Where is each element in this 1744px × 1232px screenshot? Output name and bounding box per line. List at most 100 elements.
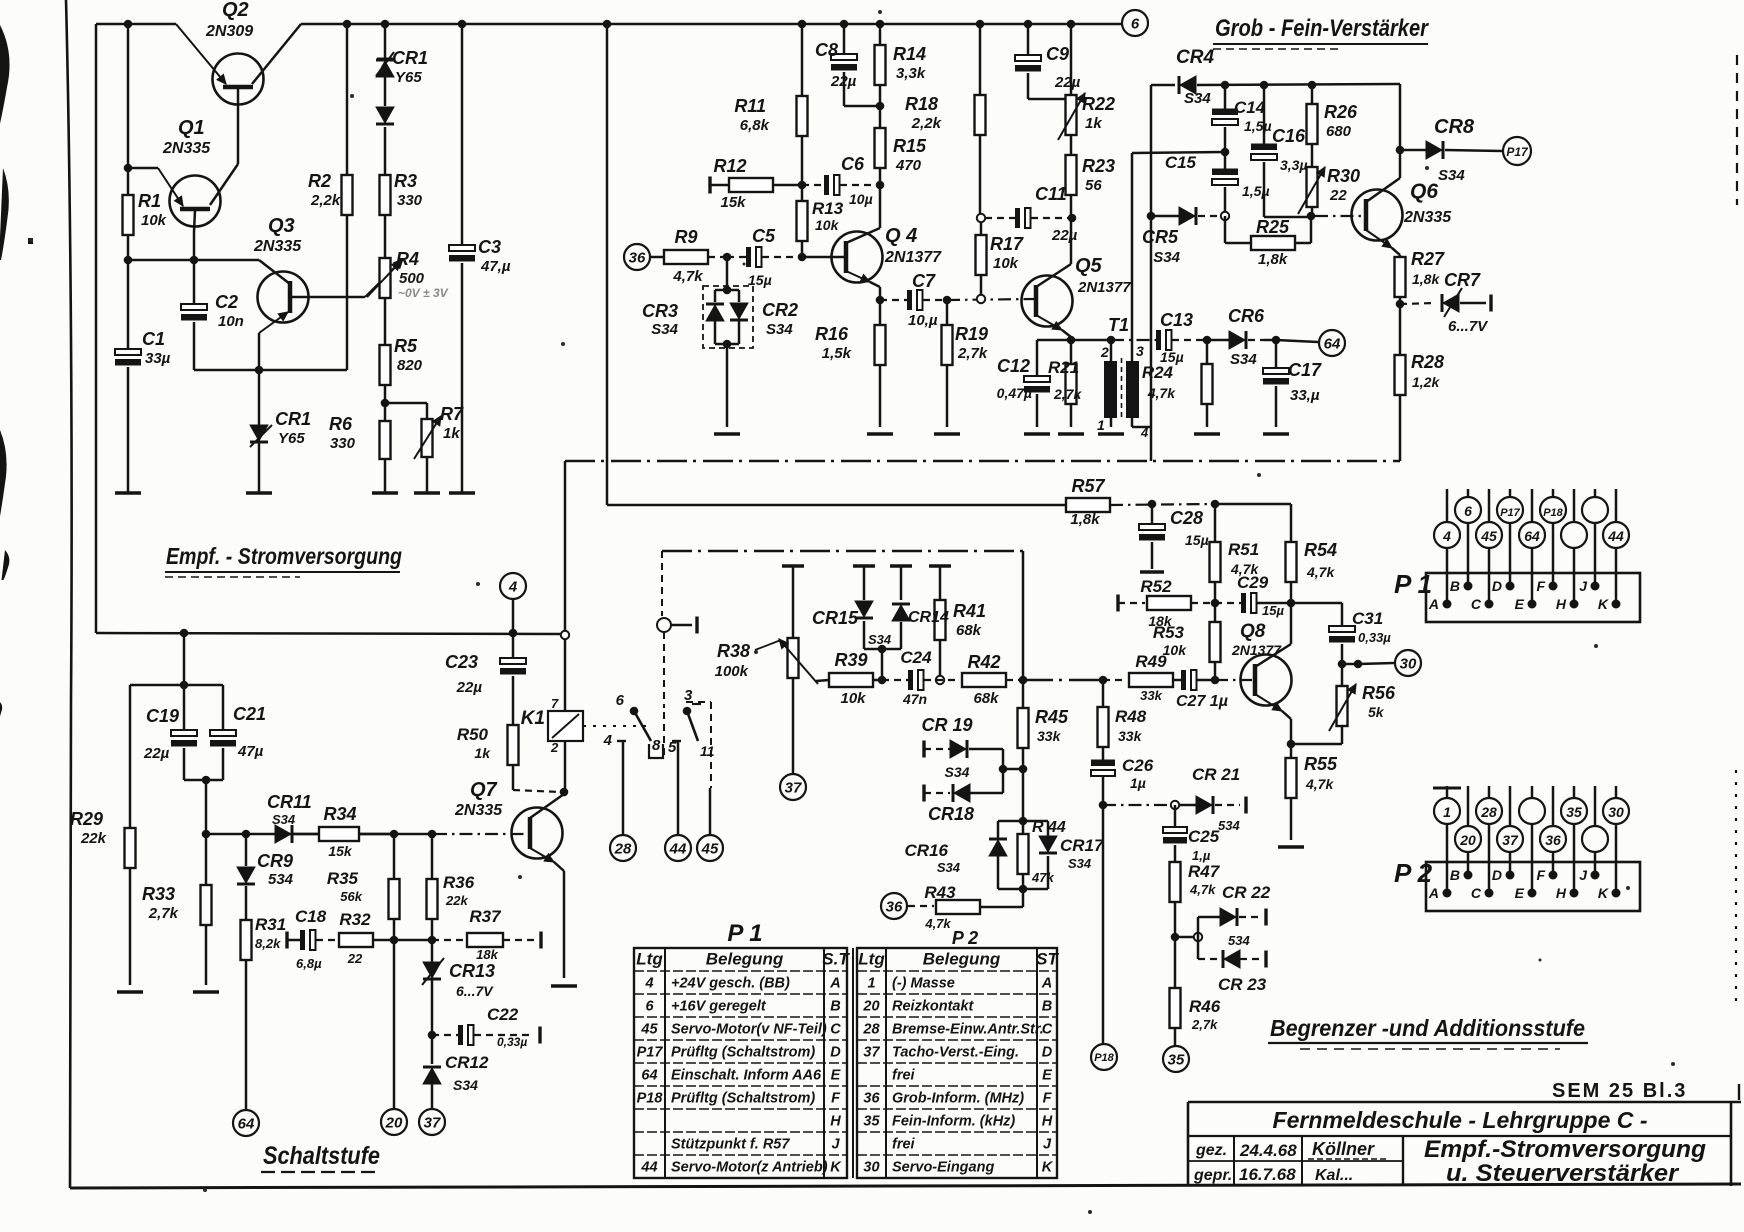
svg-text:4: 4 [644,976,653,992]
svg-text:B: B [1450,867,1460,883]
svg-text:B: B [1042,999,1052,1015]
svg-text:CR6: CR6 [1228,306,1265,326]
svg-text:C11: C11 [1035,184,1067,204]
svg-text:4,7k: 4,7k [924,916,951,931]
svg-text:C5: C5 [752,226,776,246]
svg-text:4: 4 [1442,528,1451,544]
svg-text:1,8k: 1,8k [1070,511,1100,528]
svg-text:CR12: CR12 [445,1053,489,1072]
svg-text:2: 2 [1100,344,1109,360]
svg-text:C: C [830,1022,841,1038]
svg-text:R41: R41 [953,601,986,621]
svg-text:R4: R4 [396,249,419,269]
svg-text:C28: C28 [1170,508,1203,528]
svg-text:CR17: CR17 [1060,836,1105,855]
svg-text:R24: R24 [1142,363,1174,382]
svg-text:R50: R50 [457,725,489,744]
svg-text:Einschalt. Inform AA6: Einschalt. Inform AA6 [671,1068,822,1084]
svg-text:C23: C23 [445,652,478,672]
svg-text:S34: S34 [945,764,970,780]
svg-text:Ltg: Ltg [858,950,885,969]
svg-text:Q6: Q6 [1410,180,1438,203]
svg-text:36: 36 [886,899,903,916]
svg-text:4,7k: 4,7k [1306,564,1335,580]
svg-text:R22: R22 [1082,94,1115,114]
svg-text:~0V ± 3V: ~0V ± 3V [398,286,449,300]
svg-text:Empf.-Stromversorgung: Empf.-Stromversorgung [1424,1136,1706,1163]
svg-text:CR11: CR11 [267,792,312,812]
svg-text:6...7V: 6...7V [1448,318,1489,335]
svg-text:u. Steuerverstärker: u. Steuerverstärker [1446,1160,1680,1187]
svg-text:R12: R12 [713,156,746,176]
svg-text:R15: R15 [893,136,927,156]
svg-text:C18: C18 [295,907,327,926]
svg-text:frei: frei [892,1137,916,1153]
svg-text:33µ: 33µ [145,350,171,367]
svg-text:P17: P17 [637,1045,664,1061]
svg-text:R55: R55 [1304,754,1338,774]
svg-text:Servo-Eingang: Servo-Eingang [892,1160,994,1176]
svg-text:3: 3 [684,687,693,704]
svg-text:E: E [1515,596,1525,612]
svg-text:S34: S34 [1184,90,1211,107]
svg-text:K: K [1598,885,1609,901]
svg-text:15k: 15k [328,843,353,859]
svg-text:Y65: Y65 [278,430,305,447]
svg-text:0,33µ: 0,33µ [497,1035,527,1049]
svg-text:37: 37 [863,1045,880,1061]
svg-text:2,7k: 2,7k [957,345,988,362]
svg-text:R18: R18 [905,94,938,114]
svg-text:R38: R38 [717,641,750,661]
svg-text:22k: 22k [445,893,468,908]
svg-text:+24V gesch. (BB): +24V gesch. (BB) [671,976,790,992]
svg-text:3,3k: 3,3k [896,65,926,82]
svg-text:R47: R47 [1188,862,1221,881]
svg-text:534: 534 [1228,933,1250,948]
svg-text:CR 19: CR 19 [921,715,972,735]
svg-text:10k: 10k [1163,642,1188,658]
svg-text:R33: R33 [142,884,175,904]
svg-text:1k: 1k [443,425,460,442]
svg-text:CR16: CR16 [905,841,949,860]
svg-text:J: J [1043,1137,1052,1153]
svg-text:C24: C24 [900,648,932,667]
svg-text:30: 30 [1608,804,1624,820]
svg-text:56k: 56k [340,889,362,904]
svg-text:10,µ: 10,µ [908,312,938,329]
svg-text:P 1: P 1 [727,920,762,947]
svg-text:1,5k: 1,5k [822,345,852,362]
svg-text:S34: S34 [1068,856,1092,871]
svg-text:6,8k: 6,8k [740,117,770,134]
svg-text:18k: 18k [1148,613,1173,629]
svg-text:R13: R13 [812,199,844,218]
svg-text:2,2k: 2,2k [310,192,341,209]
svg-text:S34: S34 [453,1077,478,1093]
svg-text:1,5µ: 1,5µ [1244,118,1272,134]
svg-text:Q3: Q3 [268,215,295,237]
svg-text:CR18: CR18 [928,804,974,824]
svg-text:33,µ: 33,µ [1290,387,1320,404]
svg-text:R32: R32 [339,910,371,929]
svg-text:R37: R37 [469,907,502,926]
svg-text:S.T: S.T [822,950,850,969]
svg-text:15µ: 15µ [1160,349,1184,365]
svg-text:30: 30 [863,1160,879,1176]
svg-text:2,7k: 2,7k [148,905,179,922]
svg-text:47k: 47k [1031,870,1054,885]
svg-text:J: J [1579,867,1588,883]
svg-text:SEM 25 Bl.3: SEM 25 Bl.3 [1552,1080,1687,1102]
svg-text:33k: 33k [1118,728,1143,744]
svg-text:R11: R11 [734,96,766,116]
svg-text:64: 64 [641,1068,657,1084]
svg-text:2,2k: 2,2k [911,115,942,132]
svg-text:Empf. - Stromversorgung: Empf. - Stromversorgung [166,543,402,569]
svg-text:6: 6 [1464,503,1472,519]
svg-text:C14: C14 [1234,98,1266,117]
svg-text:Q1: Q1 [178,117,205,139]
svg-text:22: 22 [347,951,363,966]
svg-text:35: 35 [1566,804,1582,820]
svg-text:6: 6 [616,692,625,709]
svg-text:10k: 10k [815,217,840,233]
svg-text:R42: R42 [967,652,1000,672]
svg-text:2N1377: 2N1377 [884,249,942,266]
